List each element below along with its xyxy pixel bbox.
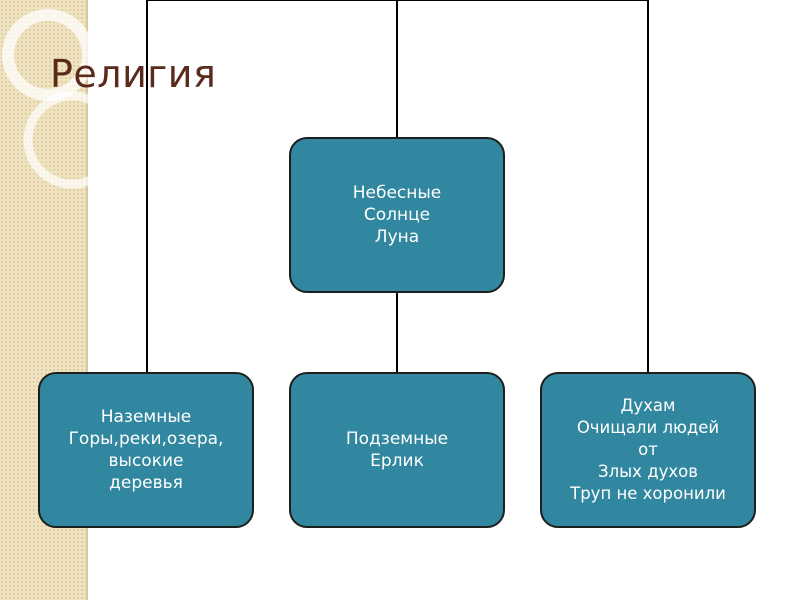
node-heavenly-line: Солнце bbox=[363, 205, 431, 225]
node-underground-line: Подземные bbox=[345, 429, 449, 449]
node-heavenly: Небесные Солнце Луна bbox=[289, 137, 505, 293]
node-underground-line: Ерлик bbox=[370, 451, 424, 471]
node-heavenly-line: Небесные bbox=[352, 183, 442, 203]
node-earthly-line: деревья bbox=[109, 473, 183, 493]
node-spirits: Духам Очищали людей от Злых духов Труп н… bbox=[540, 372, 756, 528]
node-earthly-line: Горы,реки,озера, bbox=[68, 429, 224, 449]
node-earthly: Наземные Горы,реки,озера, высокие деревь… bbox=[38, 372, 254, 528]
slide-title: Религия bbox=[50, 52, 217, 96]
node-underground-text: Подземные Ерлик bbox=[346, 428, 448, 472]
node-heavenly-text: Небесные Солнце Луна bbox=[353, 182, 442, 248]
node-spirits-text: Духам Очищали людей от Злых духов Труп н… bbox=[570, 395, 726, 505]
node-spirits-line: Злых духов bbox=[598, 462, 698, 481]
node-spirits-line: Духам bbox=[620, 396, 676, 415]
node-heavenly-line: Луна bbox=[374, 227, 420, 247]
node-spirits-line: от bbox=[638, 440, 658, 459]
node-earthly-text: Наземные Горы,реки,озера, высокие деревь… bbox=[69, 406, 224, 494]
node-spirits-line: Очищали людей bbox=[576, 418, 720, 437]
node-earthly-line: высокие bbox=[108, 451, 184, 471]
node-spirits-line: Труп не хоронили bbox=[570, 484, 726, 503]
decorative-rings bbox=[2, 9, 121, 189]
node-earthly-line: Наземные bbox=[100, 407, 192, 427]
node-underground: Подземные Ерлик bbox=[289, 372, 505, 528]
